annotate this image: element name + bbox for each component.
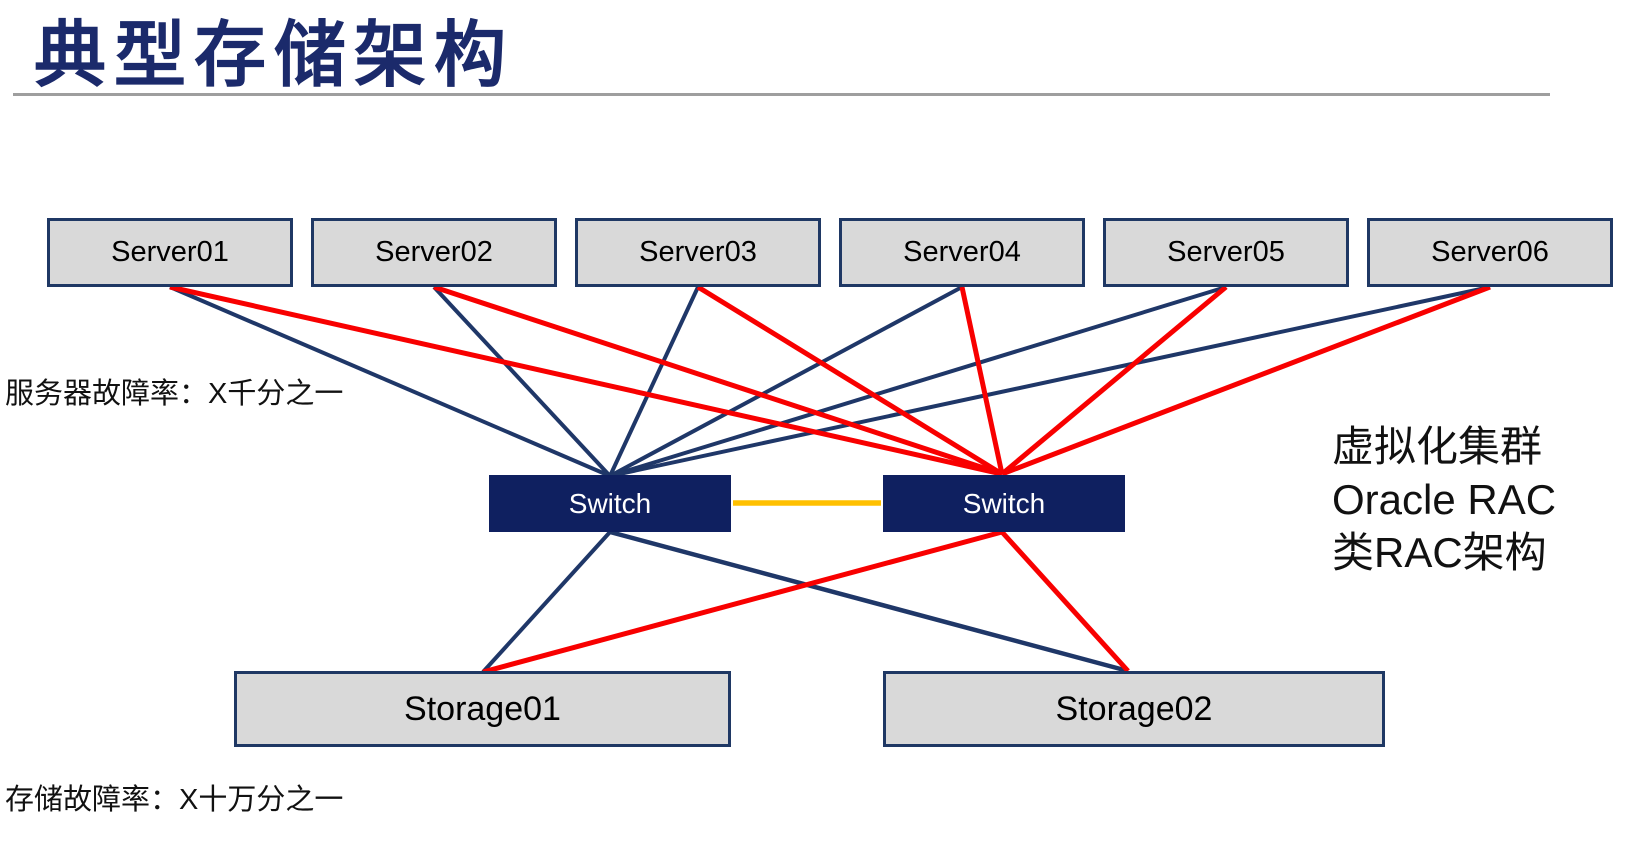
- server-box-06: Server06: [1367, 218, 1613, 287]
- edge-navy: [609, 529, 1129, 674]
- edge-navy: [609, 285, 963, 478]
- edge-red: [482, 529, 1003, 675]
- edge-red: [433, 284, 1003, 477]
- server-box-03: Server03: [575, 218, 821, 287]
- cluster-note: 虚拟化集群 Oracle RAC 类RAC架构: [1332, 420, 1556, 579]
- server-box-04: Server04: [839, 218, 1085, 287]
- server-box-05: Server05: [1103, 218, 1349, 287]
- page-title: 典型存储架构: [34, 16, 515, 96]
- server-box-02: Server02: [311, 218, 557, 287]
- cluster-note-line-1: 虚拟化集群: [1332, 423, 1543, 470]
- edge-navy: [432, 285, 612, 478]
- edge-navy: [608, 286, 700, 477]
- storage-box-01: Storage01: [234, 671, 731, 747]
- edge-red: [959, 286, 1005, 475]
- cluster-note-line-3: 类RAC架构: [1332, 529, 1547, 576]
- title-divider: [13, 93, 1550, 96]
- edge-navy: [169, 285, 611, 478]
- edge-navy: [609, 285, 1227, 478]
- edge-navy: [481, 530, 612, 674]
- edge-red: [169, 284, 1003, 477]
- label-storage-fault-rate: 存储故障率：X十万分之一: [5, 784, 344, 816]
- edge-red: [1001, 284, 1491, 477]
- switch-box-right: Switch: [883, 475, 1125, 532]
- edge-navy: [609, 285, 1491, 478]
- edge-red: [696, 284, 1004, 477]
- edge-red: [1000, 530, 1130, 673]
- switch-box-left: Switch: [489, 475, 731, 532]
- edge-red: [1000, 285, 1228, 476]
- storage-box-02: Storage02: [883, 671, 1385, 747]
- cluster-note-line-2: Oracle RAC: [1332, 476, 1557, 523]
- server-box-01: Server01: [47, 218, 293, 287]
- label-server-fault-rate: 服务器故障率：X千分之一: [5, 378, 344, 410]
